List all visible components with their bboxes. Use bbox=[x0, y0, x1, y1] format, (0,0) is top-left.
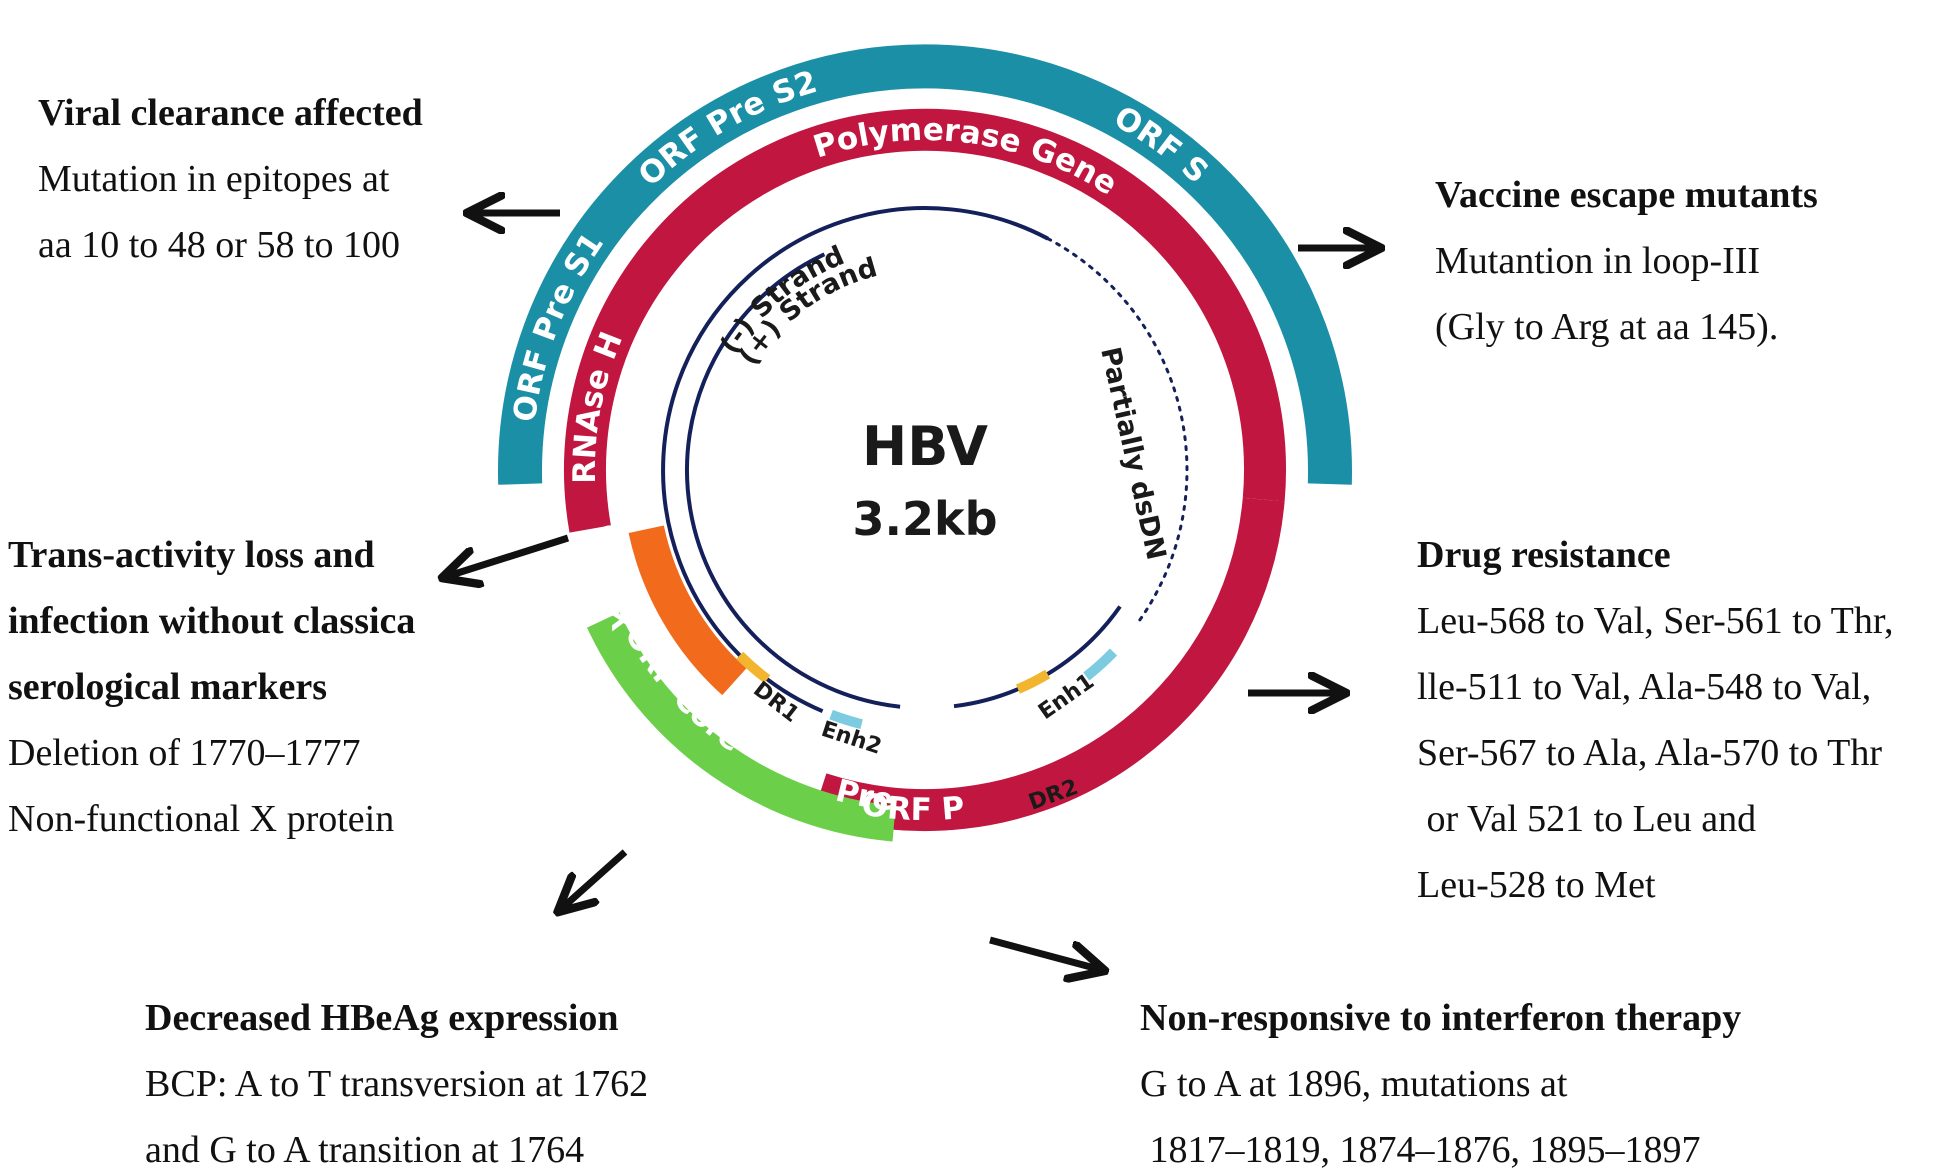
drug-resistance-annotation: Drug resistance Leu-568 to Val, Ser-561 … bbox=[1417, 522, 1894, 918]
enh1-marker bbox=[1083, 648, 1118, 681]
interferon-heading: Non-responsive to interferon therapy bbox=[1140, 997, 1742, 1039]
partial-dsdna-dotted bbox=[1046, 237, 1189, 622]
orf-x-arc bbox=[628, 525, 747, 696]
arrow-interferon bbox=[989, 936, 1102, 970]
hbeag-heading: Decreased HBeAg expression bbox=[145, 997, 619, 1039]
vaccine-escape-annotation: Vaccine escape mutants Mutantion in loop… bbox=[1435, 162, 1818, 360]
drug-resistance-line: Leu-528 to Met bbox=[1417, 864, 1656, 906]
drug-resistance-line: Ser-567 to Ala, Ala-570 to Thr bbox=[1417, 732, 1883, 774]
interferon-line: G to A at 1896, mutations at bbox=[1140, 1063, 1568, 1105]
trans-activity-line: Non-functional X protein bbox=[8, 798, 395, 840]
trans-activity-heading: Trans-activity loss and bbox=[8, 534, 375, 576]
arrow-hbeag bbox=[560, 849, 628, 910]
trans-activity-heading: infection without classica bbox=[8, 600, 416, 642]
viral-clearance-line: aa 10 to 48 or 58 to 100 bbox=[38, 224, 401, 266]
enh2-marker bbox=[829, 709, 863, 730]
viral-clearance-line: Mutation in epitopes at bbox=[38, 158, 390, 200]
orf-p-label: ORF P bbox=[859, 787, 965, 829]
hbv-title: HBV bbox=[862, 415, 988, 478]
plus-strand-line bbox=[685, 252, 901, 709]
orf-pre-s-arc bbox=[498, 44, 1352, 485]
drug-resistance-line: Leu-568 to Val, Ser-561 to Thr, bbox=[1417, 600, 1894, 642]
trans-activity-line: Deletion of 1770–1777 bbox=[8, 732, 361, 774]
drug-resistance-line: or Val 521 to Leu and bbox=[1417, 798, 1757, 840]
dr2-marker bbox=[1015, 669, 1051, 694]
vaccine-escape-line: Mutantion in loop-III bbox=[1435, 240, 1761, 282]
plus-strand-line-right bbox=[953, 605, 1122, 709]
interferon-line: 1817–1819, 1874–1876, 1895–1897 bbox=[1140, 1129, 1701, 1171]
arrow-trans-activity bbox=[445, 534, 570, 577]
vaccine-escape-heading: Vaccine escape mutants bbox=[1435, 174, 1818, 216]
genome-size: 3.2kb bbox=[852, 492, 997, 546]
drug-resistance-line: lle-511 to Val, Ala-548 to Val, bbox=[1417, 666, 1872, 708]
hbeag-line: BCP: A to T transversion at 1762 bbox=[145, 1063, 649, 1105]
trans-activity-annotation: Trans-activity loss and infection withou… bbox=[8, 522, 440, 852]
orf-p-arc bbox=[813, 497, 1285, 832]
drug-resistance-heading: Drug resistance bbox=[1417, 534, 1671, 576]
interferon-annotation: Non-responsive to interferon therapy G t… bbox=[1140, 985, 1741, 1173]
polymerase-gene-arc bbox=[564, 108, 1287, 533]
hbeag-line: and G to A transition at 1764 bbox=[145, 1129, 585, 1171]
vaccine-escape-line: (Gly to Arg at aa 145). bbox=[1435, 306, 1779, 348]
viral-clearance-annotation: Viral clearance affected Mutation in epi… bbox=[38, 80, 423, 278]
trans-activity-heading: serological markers bbox=[8, 666, 328, 708]
viral-clearance-heading: Viral clearance affected bbox=[38, 92, 423, 134]
hbeag-annotation: Decreased HBeAg expression BCP: A to T t… bbox=[145, 985, 648, 1173]
dr1-marker bbox=[736, 651, 771, 684]
minus-strand-line bbox=[661, 206, 1049, 714]
orf-core-arc bbox=[586, 612, 896, 842]
